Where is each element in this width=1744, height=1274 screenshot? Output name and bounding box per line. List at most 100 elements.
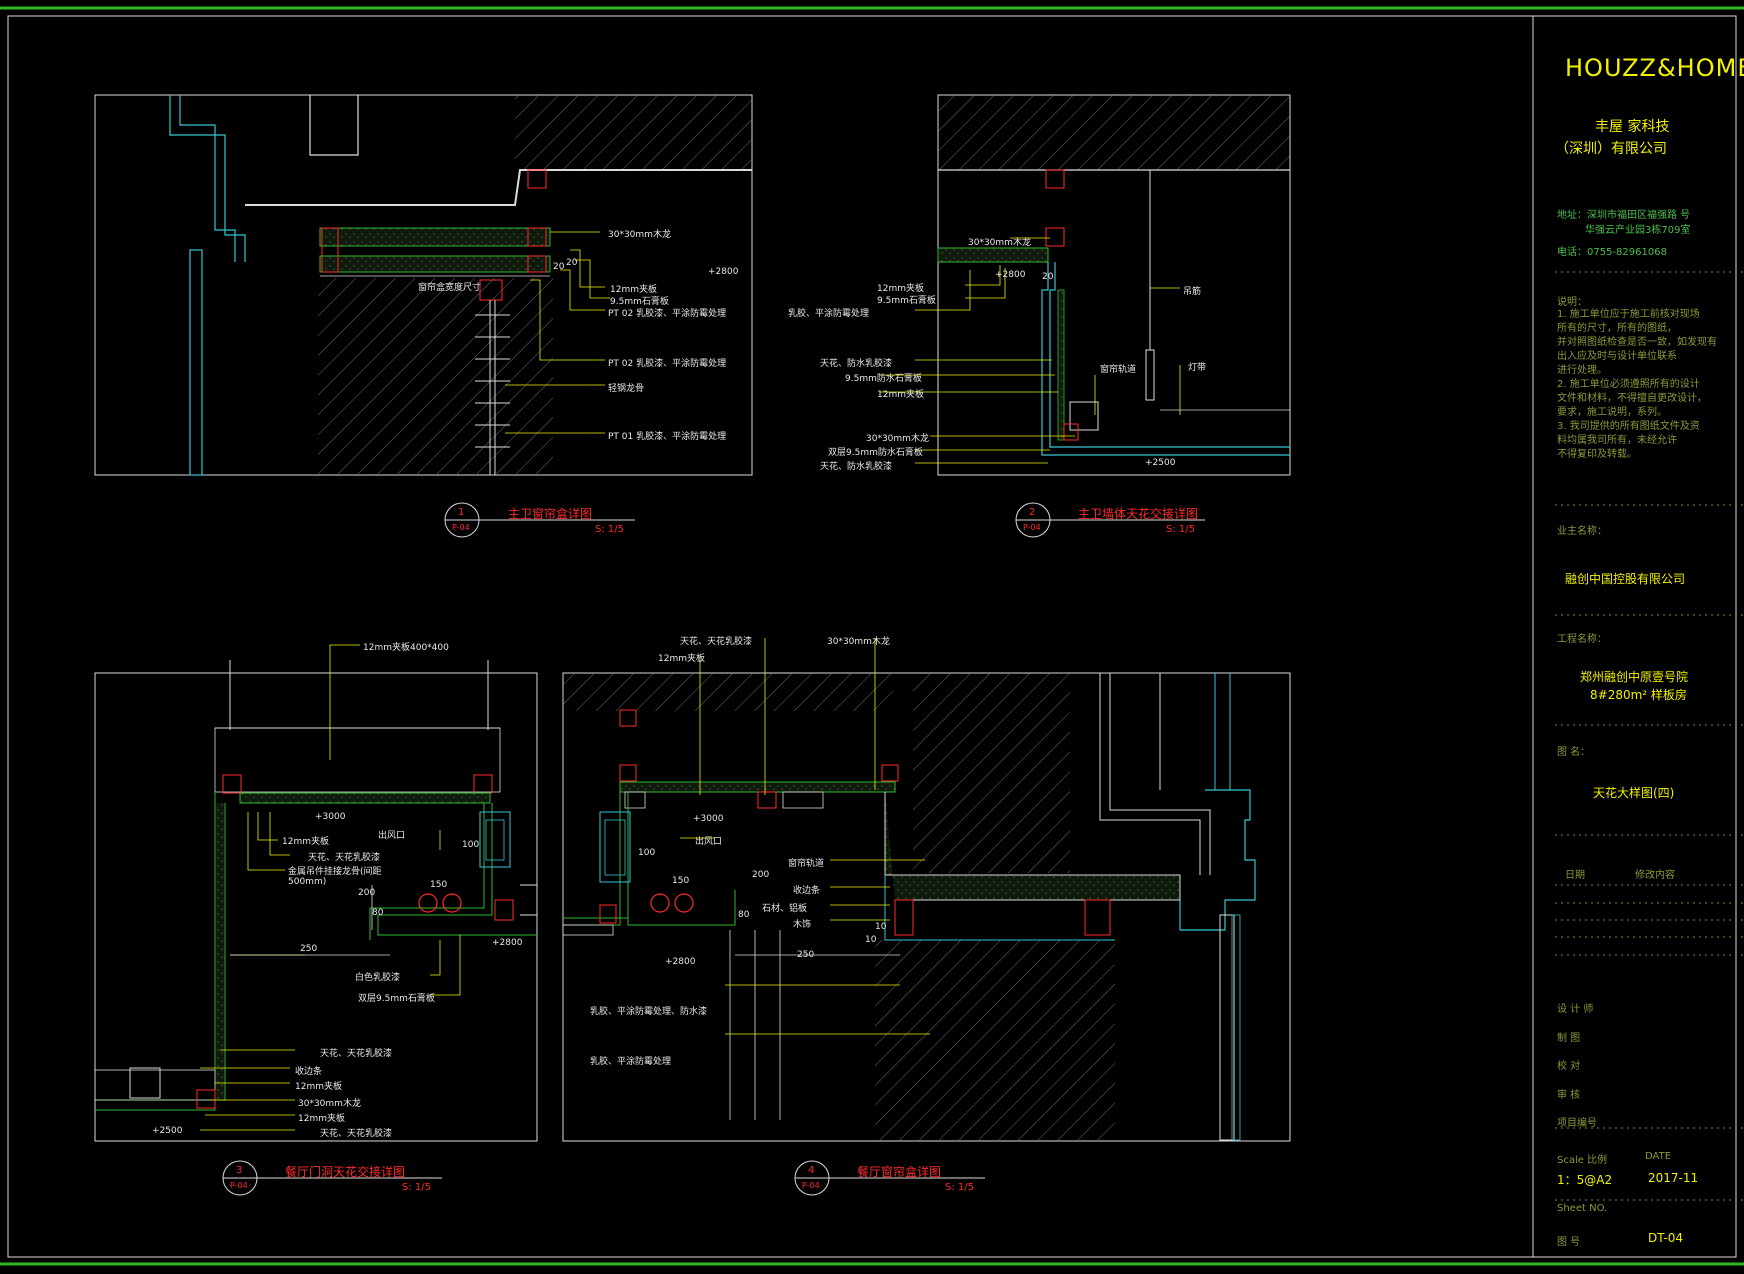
drawing-name-label: 图 名： xyxy=(1557,747,1591,758)
d1-finish-label: PT 02 乳胶漆、平涂防霉处理 xyxy=(608,359,727,369)
company-address-line1: 地址：深圳市福田区福强路 号 xyxy=(1557,210,1691,221)
d4-dim-10: 10 xyxy=(865,935,877,945)
d3-top-label: 12mm夹板400*400 xyxy=(363,643,449,653)
company-address-line2: 华强云产业园3栋709室 xyxy=(1585,225,1691,236)
d3-note-label: 金属吊件挂接龙骨(间距500mm) xyxy=(288,867,382,887)
date-value: 2017-11 xyxy=(1648,1171,1699,1185)
d2-rod-label: 吊筋 xyxy=(1183,287,1202,297)
d2-dim-label: 20 xyxy=(1042,272,1054,282)
drawing-name: 天花大样图(四) xyxy=(1593,786,1675,800)
notes-title: 说明： xyxy=(1557,297,1587,308)
d3-finish-label: 天花、天花乳胶漆 xyxy=(308,853,381,863)
note-line: 所有的尺寸，所有的图纸， xyxy=(1557,323,1677,334)
d4-level-label: +2800 xyxy=(665,957,696,967)
detail-titles-graphics xyxy=(222,502,1205,1196)
d2-light-label: 灯带 xyxy=(1188,363,1207,373)
d3-level-label: +2500 xyxy=(152,1126,183,1136)
d3-vent-label: 出风口 xyxy=(378,831,406,841)
revision-date-header: 日期 xyxy=(1565,870,1585,881)
detail-2-ref: P-04 xyxy=(1023,523,1041,532)
d4-wood-veneer-label: 木饰 xyxy=(793,920,812,930)
d3-finish-label: 天花、天花乳胶漆 xyxy=(320,1129,393,1139)
project-number-label: 项目编号 xyxy=(1557,1118,1597,1129)
d2-ply-label: 12mm夹板 xyxy=(877,390,924,400)
d1-finish-label: PT 02 乳胶漆、平涂防霉处理 xyxy=(608,309,727,319)
detail-2-number: 2 xyxy=(1029,507,1036,518)
checker-label: 校 对 xyxy=(1557,1061,1581,1072)
d1-gyp-label: 9.5mm石膏板 xyxy=(610,297,669,307)
title-block-lines xyxy=(1555,271,1744,1201)
note-line: 文件和材料，不得擅自更改设计， xyxy=(1557,393,1707,404)
d3-dim-100: 100 xyxy=(462,840,480,850)
company-name-line1: 丰屋 家科技 xyxy=(1595,119,1670,135)
note-line: 2. 施工单位必须遵照所有的设计 xyxy=(1557,379,1700,390)
d4-finish-label: 乳胶、平涂防霉处理 xyxy=(590,1057,672,1067)
d2-level-label: +2800 xyxy=(995,270,1026,280)
d4-ply-label: 12mm夹板 xyxy=(658,654,705,664)
d2-ply-label: 12mm夹板 xyxy=(877,284,924,294)
d3-trim-label: 收边条 xyxy=(295,1067,323,1077)
detail-4-ref: P-04 xyxy=(802,1181,820,1190)
notes-list: 1. 施工单位应于施工前核对现场 所有的尺寸，所有的图纸， 并对照图纸检查是否一… xyxy=(1557,308,1717,462)
project-name-line2: 8#280m² 样板房 xyxy=(1590,688,1687,702)
d3-seal-label: 白色乳胶漆 xyxy=(355,973,401,983)
revision-content-header: 修改内容 xyxy=(1635,870,1675,881)
sheet-number-label: Sheet NO. xyxy=(1557,1203,1608,1214)
d3-ply-label: 12mm夹板 xyxy=(295,1082,342,1092)
client-name: 融创中国控股有限公司 xyxy=(1565,572,1686,586)
d4-trim-label: 收边条 xyxy=(793,886,821,896)
designer-label: 设 计 师 xyxy=(1557,1004,1594,1015)
d4-finish-label: 天花、天花乳胶漆 xyxy=(680,637,753,647)
detail-3-drawing xyxy=(94,644,538,1142)
d4-dim-100: 100 xyxy=(638,848,656,858)
scale-value: 1：5@A2 xyxy=(1557,1173,1613,1187)
d3-dim-250: 250 xyxy=(300,944,318,954)
d4-wood-label: 30*30mm木龙 xyxy=(827,637,890,647)
detail-1-scale: S: 1/5 xyxy=(595,524,624,535)
d2-wood-label: 30*30mm木龙 xyxy=(968,238,1031,248)
d3-dim-150: 150 xyxy=(430,880,448,890)
sheet-border xyxy=(0,6,1744,1266)
d1-wood-label: 30*30mm木龙 xyxy=(608,230,671,240)
detail-1-number: 1 xyxy=(458,507,465,518)
drafter-label: 制 图 xyxy=(1557,1033,1581,1044)
client-label: 业主名称： xyxy=(1557,526,1607,537)
d2-gyp-label: 9.5mm防水石膏板 xyxy=(845,374,922,384)
note-line: 3. 我司提供的所有图纸文件及资 xyxy=(1557,421,1700,432)
d2-curtain-label: 窗帘轨道 xyxy=(1100,365,1137,375)
d2-gyp-label: 9.5mm石膏板 xyxy=(877,296,936,306)
detail-4-number: 4 xyxy=(808,1165,815,1176)
project-name-line1: 郑州融创中原壹号院 xyxy=(1580,670,1689,684)
d4-level-label: +3000 xyxy=(693,814,724,824)
d4-dim-80: 80 xyxy=(738,910,750,920)
d3-ply-label: 12mm夹板 xyxy=(298,1114,345,1124)
d2-gyp-label: 双层9.5mm防水石膏板 xyxy=(828,448,923,458)
detail-3-number: 3 xyxy=(236,1165,243,1176)
reviewer-label: 审 核 xyxy=(1557,1090,1581,1101)
detail-4-drawing xyxy=(562,638,1291,1142)
d3-level-label: +2800 xyxy=(492,938,523,948)
d4-curtain-label: 窗帘轨道 xyxy=(788,859,825,869)
d4-dim-200: 200 xyxy=(752,870,770,880)
note-line: 不得复印及转载。 xyxy=(1557,449,1637,460)
d3-finish-label: 天花、天花乳胶漆 xyxy=(320,1049,393,1059)
d2-level-label: +2500 xyxy=(1145,458,1176,468)
d1-header-label: 窗帘盒宽度尺寸 xyxy=(418,283,482,293)
d4-dim-250: 250 xyxy=(797,950,815,960)
detail-1-ref: P-04 xyxy=(452,523,470,532)
company-phone: 电话：0755-82961068 xyxy=(1557,247,1667,258)
detail-3-ref: P-04 xyxy=(230,1181,248,1190)
d2-wood-label: 30*30mm木龙 xyxy=(866,434,929,444)
d3-gyp-label: 双层9.5mm石膏板 xyxy=(358,994,435,1004)
d4-dim-10: 10 xyxy=(875,922,887,932)
detail-3-scale: S: 1/5 xyxy=(402,1182,431,1193)
note-line: 进行处理。 xyxy=(1557,365,1607,376)
d2-finish-label: 天花、防水乳胶漆 xyxy=(820,462,893,472)
detail-3-title: 餐厅门洞天花交接详图 xyxy=(285,1165,406,1179)
detail-1-title: 主卫窗帘盒详图 xyxy=(508,507,593,521)
d3-level-label: +3000 xyxy=(315,812,346,822)
project-label: 工程名称： xyxy=(1557,634,1607,645)
d1-level-label: +2800 xyxy=(708,267,739,277)
d1-stud-label: 轻钢龙骨 xyxy=(608,384,645,394)
